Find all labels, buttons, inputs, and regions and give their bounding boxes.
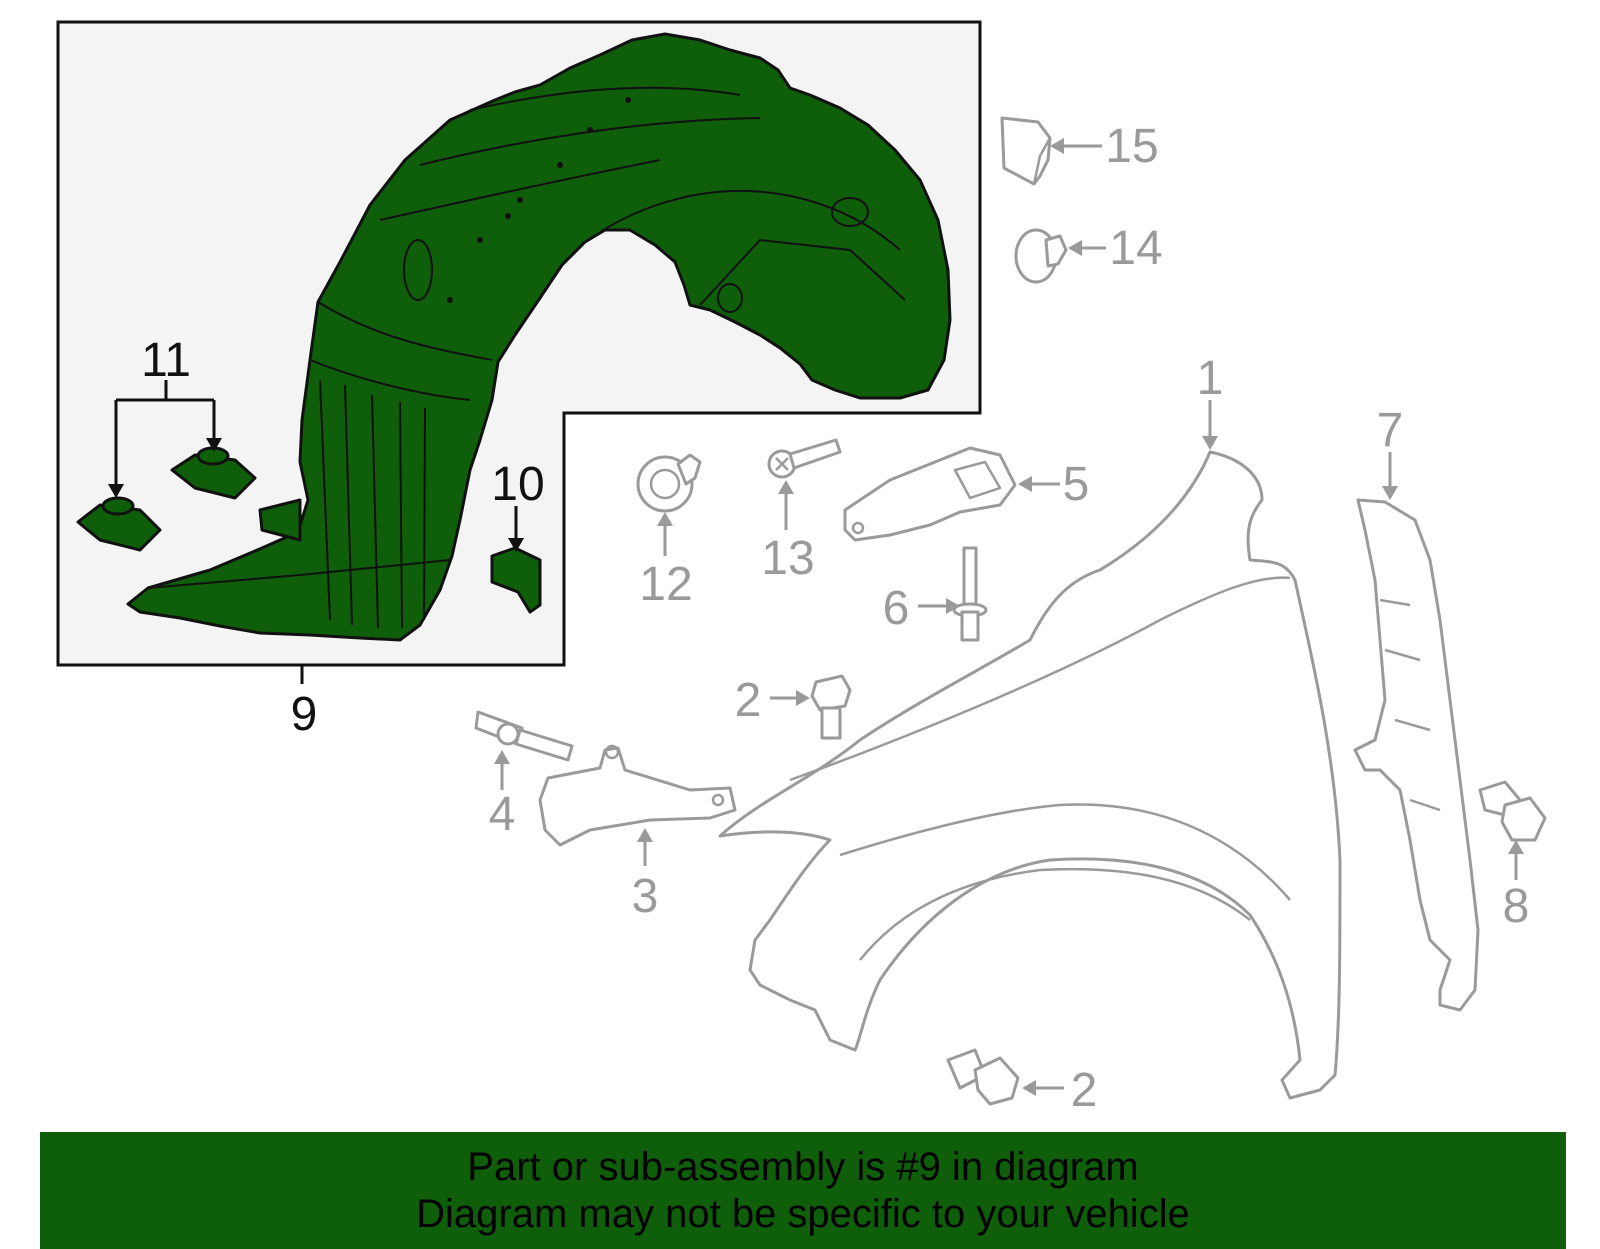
callout-1: 1 — [1197, 352, 1224, 405]
bracket-part-3[interactable] — [538, 744, 737, 847]
footer-line-1: Part or sub-assembly is #9 in diagram — [467, 1144, 1139, 1189]
clip-nut-part-11a[interactable] — [76, 496, 162, 552]
rivet-part-14[interactable] — [1014, 228, 1068, 284]
callout-13: 13 — [761, 532, 814, 585]
callout-2-upper: 2 — [735, 674, 762, 727]
callout-11: 11 — [141, 334, 191, 387]
leader-13 — [778, 480, 794, 530]
leader-12 — [657, 512, 673, 556]
grommet-part-12[interactable] — [636, 453, 702, 513]
clip-part-15[interactable] — [1000, 116, 1052, 186]
callout-5: 5 — [1063, 458, 1090, 511]
leader-4 — [494, 750, 510, 790]
footer-banner: Part or sub-assembly is #9 in diagram Di… — [40, 1132, 1566, 1249]
callout-3: 3 — [632, 870, 659, 923]
leader-3 — [637, 828, 653, 866]
bracket-part-7[interactable] — [1353, 498, 1480, 1012]
bolt-part-2-upper[interactable] — [810, 674, 852, 740]
leader-2-lower — [1022, 1080, 1064, 1096]
fender-liner-part-9[interactable] — [126, 32, 952, 642]
callout-10: 10 — [491, 458, 544, 511]
push-clip-part-8[interactable] — [1478, 780, 1547, 842]
callout-8: 8 — [1503, 880, 1530, 933]
callout-2-lower: 2 — [1071, 1064, 1098, 1117]
stud-part-6[interactable] — [952, 546, 988, 642]
leader-2-upper — [770, 690, 810, 706]
clip-part-10[interactable] — [490, 546, 542, 614]
leader-5 — [1018, 476, 1060, 492]
leader-6 — [918, 598, 960, 614]
callout-14: 14 — [1109, 222, 1162, 275]
leader-15 — [1050, 138, 1102, 154]
bolt-part-4[interactable] — [474, 710, 574, 762]
callout-15: 15 — [1105, 120, 1158, 173]
callout-9: 9 — [291, 688, 318, 741]
leader-1 — [1202, 400, 1218, 450]
callout-7: 7 — [1377, 404, 1404, 457]
leader-8 — [1508, 840, 1524, 880]
leader-11 — [108, 380, 222, 498]
callout-4: 4 — [489, 788, 516, 841]
fender-part-1[interactable] — [718, 450, 1342, 1100]
callout-6: 6 — [883, 582, 910, 635]
footer-line-2: Diagram may not be specific to your vehi… — [416, 1191, 1190, 1236]
screw-part-13[interactable] — [767, 438, 842, 479]
leader-10 — [508, 506, 524, 552]
callout-12: 12 — [639, 558, 692, 611]
bolt-part-2-lower[interactable] — [946, 1048, 1020, 1106]
leader-7 — [1382, 452, 1398, 500]
leader-14 — [1068, 240, 1106, 256]
bracket-part-5[interactable] — [843, 446, 1017, 542]
